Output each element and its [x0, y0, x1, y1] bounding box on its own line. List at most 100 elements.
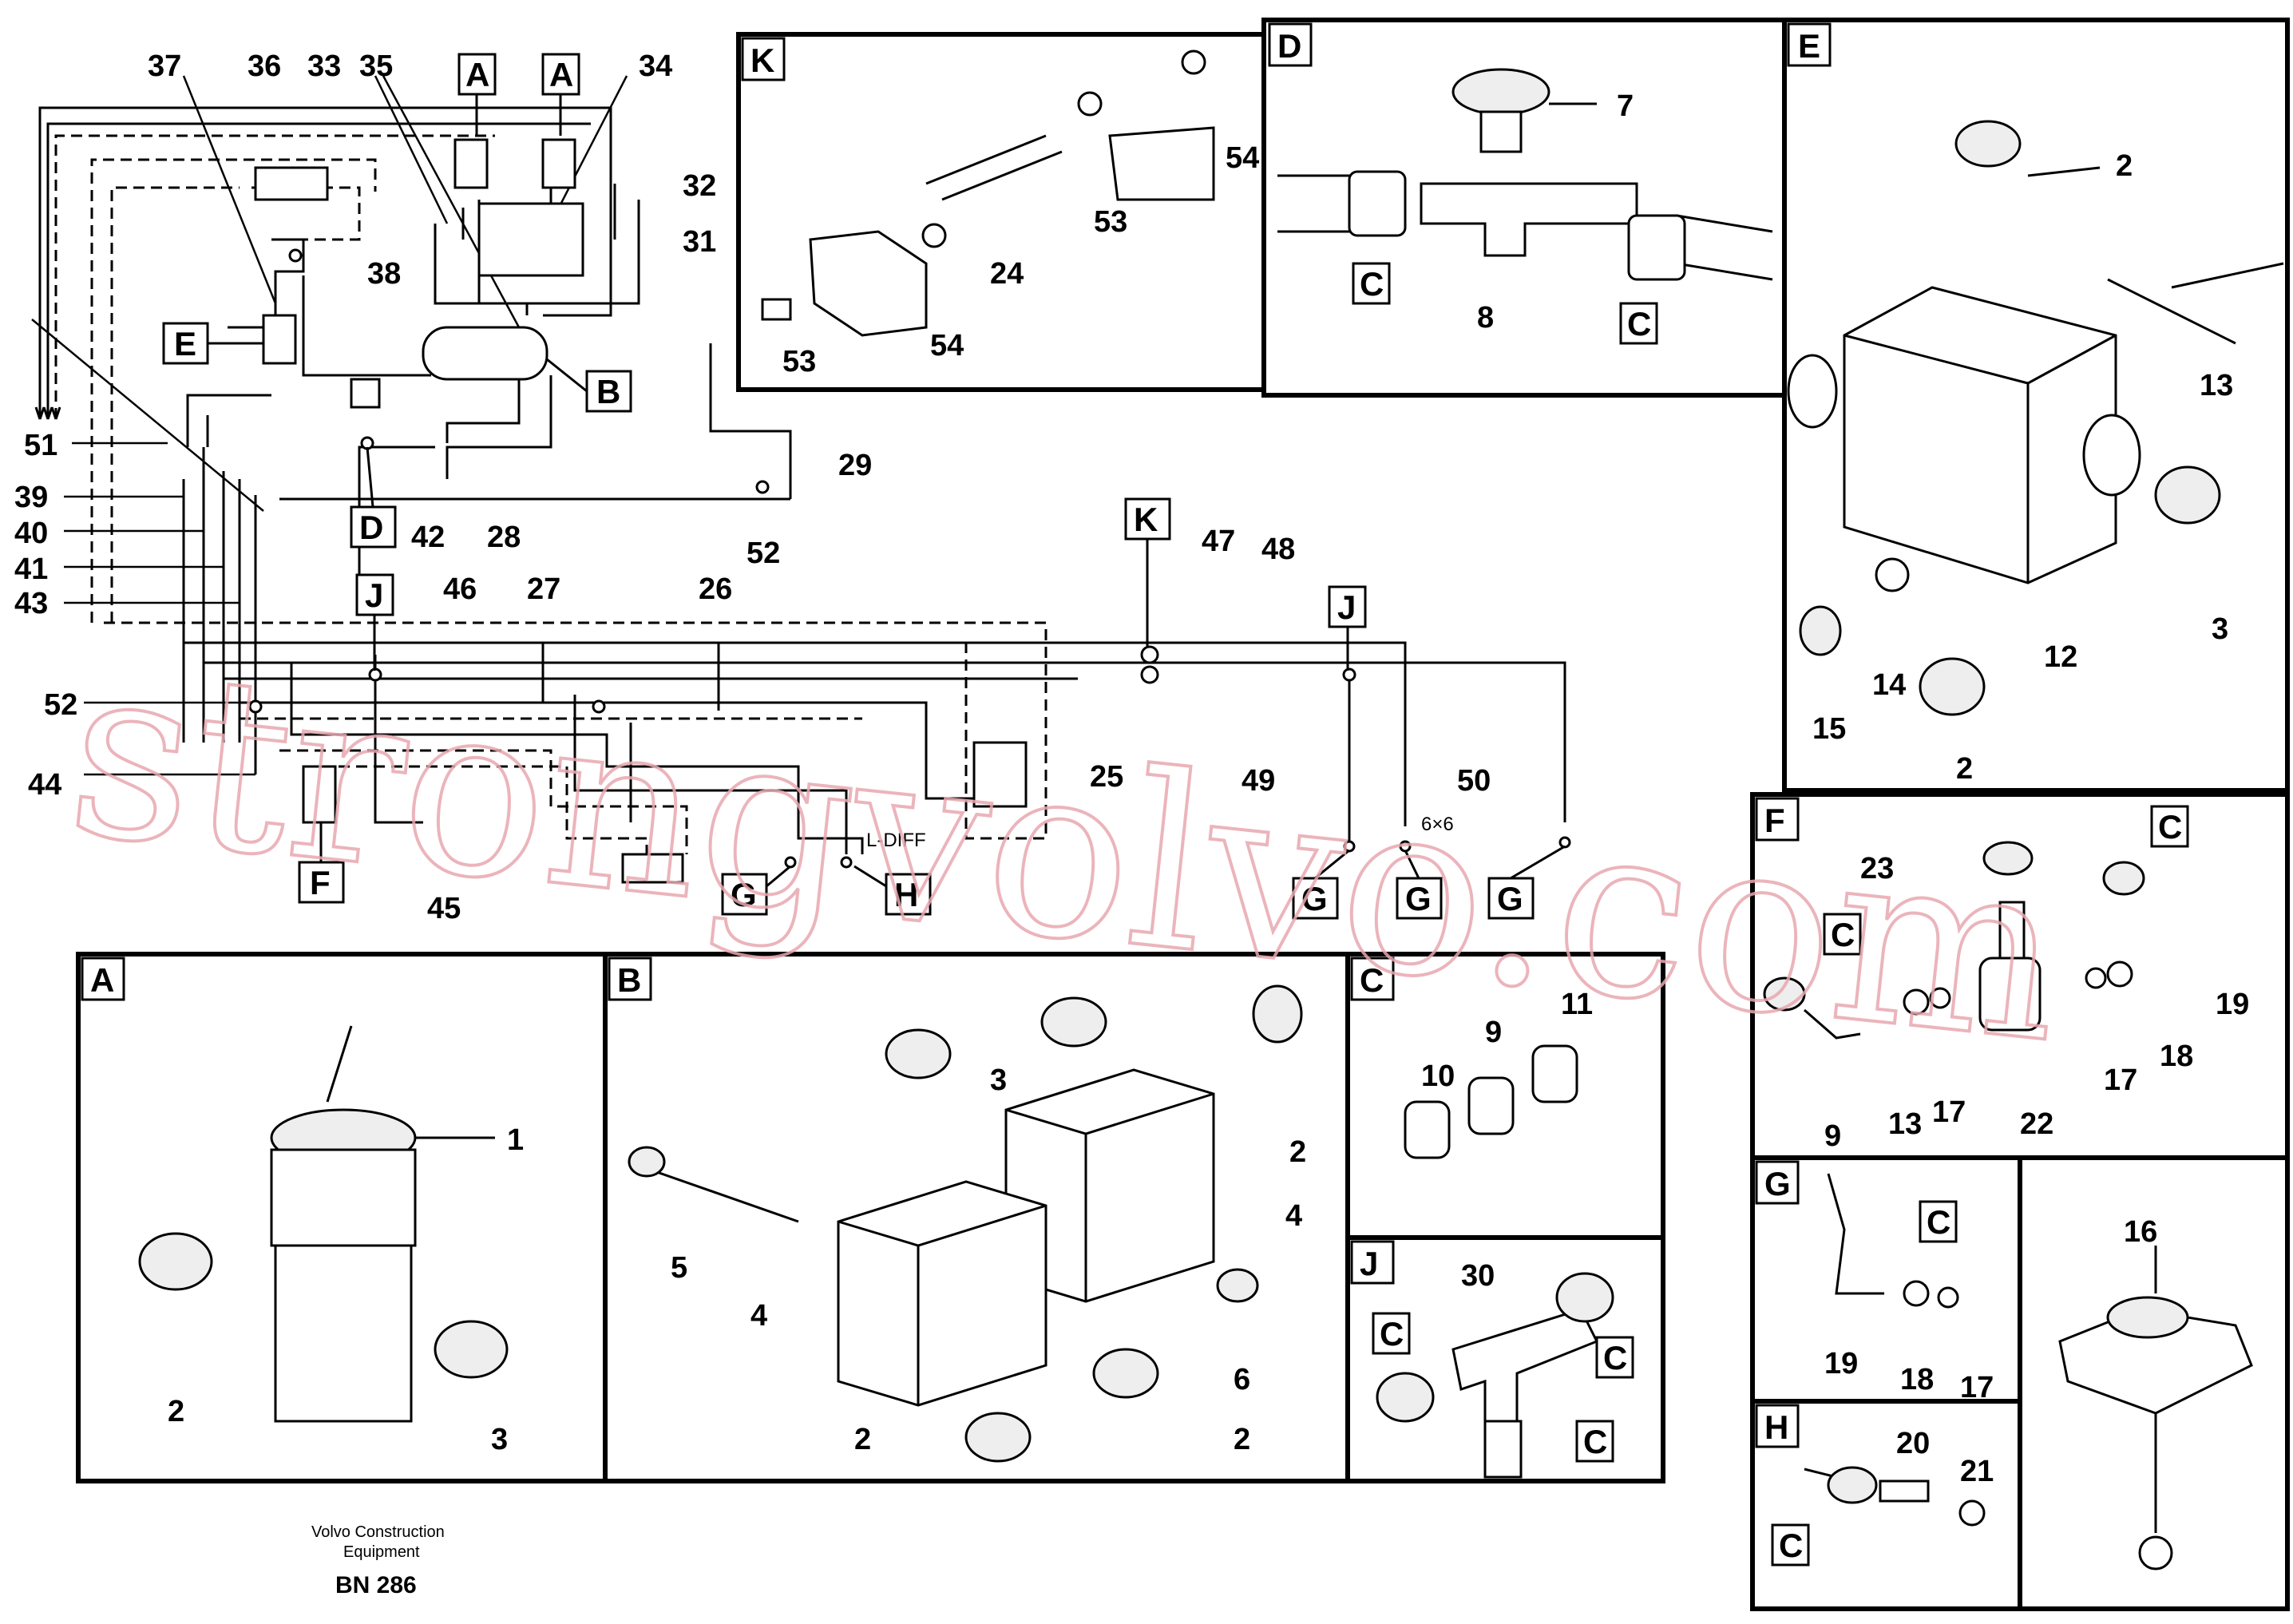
svg-text:K: K: [1134, 501, 1158, 538]
panel-K: K 54 24 53 53 54: [736, 32, 1266, 392]
unit-25-symbol: [972, 741, 1028, 808]
panel-E: E 2 13 3 12 14 15 2: [1782, 18, 2290, 793]
svg-text:G: G: [1497, 880, 1523, 917]
valve-F-symbol: [302, 765, 337, 824]
svg-text:F: F: [310, 864, 331, 901]
panel-C: C 11 9 10: [1345, 952, 1665, 1240]
panel-E-label-3: 3: [2212, 612, 2228, 646]
callout-45: 45: [427, 892, 461, 925]
callout-26: 26: [699, 572, 732, 606]
ref-box-D: D: [350, 446, 397, 549]
panel-E-label-14: 14: [1872, 668, 1906, 702]
panel-K-label-24: 24: [990, 257, 1024, 291]
callout-42: 42: [411, 521, 445, 554]
panel-F-label-17b: 17: [2104, 1064, 2137, 1097]
panel-B-label-5: 5: [671, 1251, 687, 1285]
svg-text:G: G: [1301, 880, 1328, 917]
ref-box-E: E: [162, 322, 263, 365]
panel-C-label-11: 11: [1561, 988, 1593, 1021]
callout-35: 35: [359, 50, 393, 83]
callout-48: 48: [1261, 533, 1295, 566]
panel-F-C2: C: [1831, 916, 1855, 953]
panel-H: H 20 21 C: [1750, 1399, 2022, 1611]
valve-A1-symbol: [453, 138, 489, 189]
panel-K-label-53b: 53: [1094, 205, 1127, 239]
ref-box-F: F: [298, 822, 345, 904]
panel-B-label-2a: 2: [1289, 1135, 1306, 1169]
svg-text:A: A: [549, 56, 573, 93]
company-line2: Equipment: [343, 1543, 420, 1561]
panel-E-label-15: 15: [1812, 712, 1846, 746]
panel-F-label-18: 18: [2160, 1040, 2193, 1073]
callout-40: 40: [14, 517, 48, 550]
panel-H-label-20: 20: [1896, 1427, 1930, 1460]
svg-text:J: J: [1337, 588, 1356, 626]
panel-F-label-9: 9: [1824, 1119, 1841, 1153]
ref-box-G3: G: [1396, 850, 1443, 920]
ref-box-K: K: [1124, 497, 1171, 647]
callout-52-lower: 52: [44, 688, 77, 722]
panel-A-label-2: 2: [168, 1395, 184, 1428]
panel-G: G C 19 18 17: [1750, 1155, 2022, 1404]
panel-B-label-4b: 4: [750, 1299, 767, 1333]
panel-G-letter: G: [1764, 1165, 1791, 1202]
valve-A2-symbol: [541, 138, 576, 189]
svg-text:B: B: [596, 373, 620, 410]
label-ldiff: L-DIFF: [866, 830, 926, 851]
panel-A-letter: A: [90, 961, 114, 999]
svg-text:D: D: [359, 509, 383, 546]
panel-K-label-53a: 53: [782, 345, 816, 378]
panel-E-label-13: 13: [2200, 369, 2233, 402]
ref-box-B: B: [546, 358, 632, 413]
callout-39: 39: [14, 481, 48, 514]
callout-29: 29: [838, 449, 872, 482]
panel-A: A 1 2 3: [76, 952, 608, 1483]
svg-text:G: G: [1405, 880, 1432, 917]
ref-box-G1: G: [721, 865, 791, 916]
callout-32: 32: [683, 169, 716, 203]
panel-G-label-18: 18: [1900, 1363, 1934, 1396]
main-schematic: 37 36 33 35 34 32 31 38 51 39 40 41 43 4…: [14, 50, 1571, 925]
company-line1: Volvo Construction: [311, 1523, 445, 1541]
valve-B-symbol: [422, 326, 548, 381]
callout-37: 37: [148, 50, 181, 83]
panel-F-label-19: 19: [2216, 988, 2249, 1021]
panel-B-label-3: 3: [990, 1064, 1007, 1097]
callout-36: 36: [248, 50, 281, 83]
panel-B-letter: B: [617, 961, 641, 999]
callout-44: 44: [28, 768, 61, 802]
valve-E-symbol: [262, 314, 297, 365]
panel-B: B 3 2 5 4 4 6 2 2: [603, 952, 1350, 1483]
panel-C-label-10: 10: [1421, 1060, 1455, 1093]
panel-F-label-23: 23: [1860, 852, 1894, 885]
panel-C-letter: C: [1360, 961, 1384, 999]
panel-H-label-21: 21: [1960, 1455, 1994, 1488]
panel-F-letter: F: [1764, 802, 1785, 839]
panel-G-label-19: 19: [1824, 1347, 1858, 1380]
callout-31: 31: [683, 225, 716, 259]
panel-B-label-2b: 2: [854, 1423, 871, 1456]
callout-33: 33: [307, 50, 341, 83]
panel-16-label-16: 16: [2124, 1215, 2157, 1249]
gauge-D-symbol: [350, 378, 381, 409]
svg-text:A: A: [465, 56, 489, 93]
panel-F-C1: C: [2158, 808, 2182, 846]
callout-34: 34: [639, 50, 672, 83]
ref-box-J1: J: [355, 573, 394, 671]
callout-49: 49: [1242, 764, 1275, 798]
callout-25: 25: [1090, 760, 1123, 794]
panel-D-C2: C: [1627, 305, 1651, 343]
panel-J-letter: J: [1360, 1245, 1378, 1282]
ref-box-A1: A: [457, 53, 497, 136]
panel-J-C3: C: [1583, 1423, 1607, 1460]
panel-G-C: C: [1927, 1203, 1950, 1241]
panel-F: F 23 C C 19 9 13 17 22 17 18: [1750, 792, 2290, 1160]
label-6x6: 6×6: [1421, 814, 1454, 835]
ref-box-G2: G: [1292, 849, 1350, 920]
callout-38: 38: [367, 257, 401, 291]
callout-27: 27: [527, 572, 560, 606]
panel-A-label-1: 1: [507, 1123, 524, 1157]
ref-box-G4: G: [1487, 845, 1566, 920]
panel-16: 16: [2018, 1155, 2290, 1611]
